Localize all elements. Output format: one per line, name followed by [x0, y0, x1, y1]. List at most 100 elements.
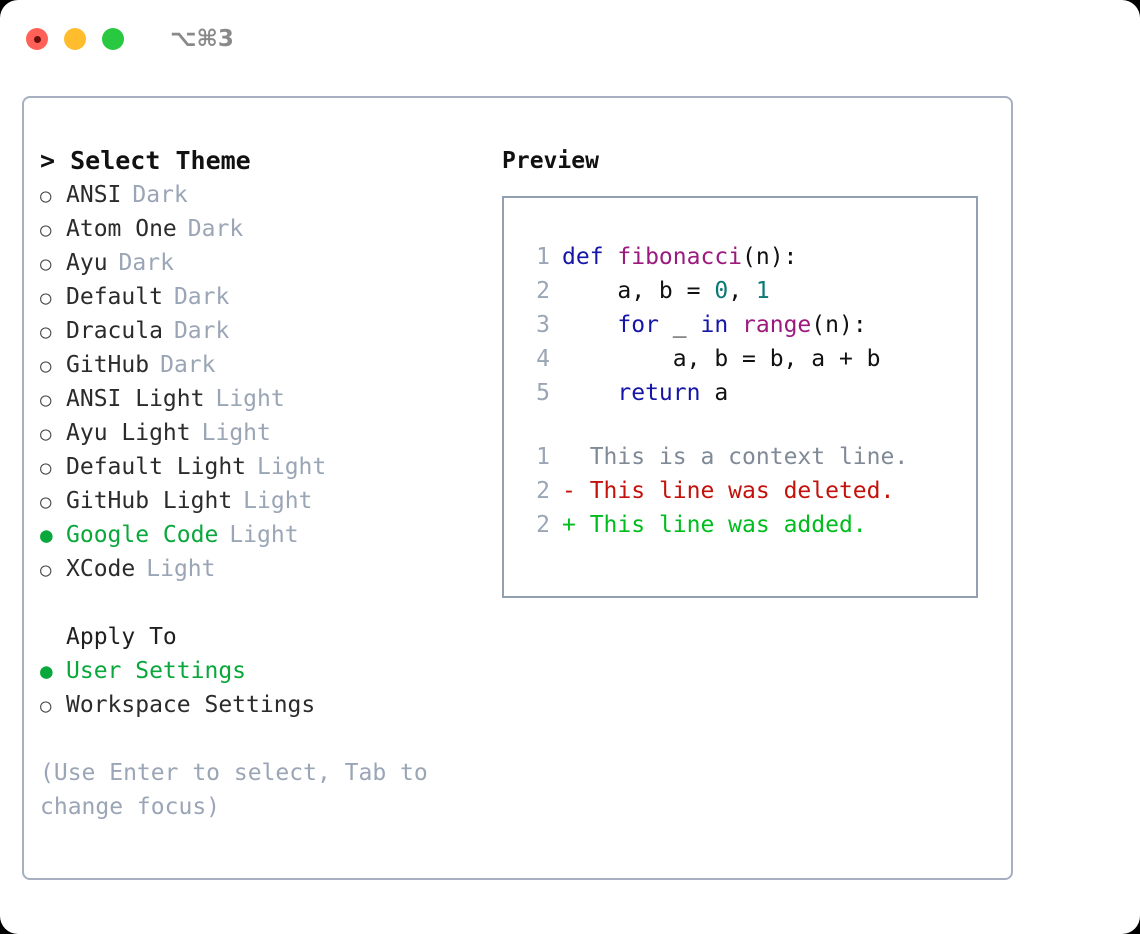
theme-option-default[interactable]: ○ Default Dark: [40, 280, 490, 314]
diff-line-text: This line was added.: [575, 512, 867, 538]
theme-option-variant-tag: Dark: [160, 352, 216, 378]
radio-unselected-icon: ○: [40, 695, 52, 717]
theme-option-variant-tag: Dark: [173, 284, 230, 310]
code-token-fn: fibonacci: [617, 244, 743, 270]
radio-unselected-icon: ○: [40, 559, 52, 581]
preview-heading: Preview: [502, 148, 599, 174]
apply-to-option-list[interactable]: ● User Settings ○ Workspace Settings: [40, 654, 490, 722]
code-token-pln: a, b = b, a + b: [562, 346, 881, 372]
theme-option-label: GitHub: [66, 352, 150, 378]
theme-option-variant-tag: Light: [215, 386, 285, 412]
theme-option-label: ANSI: [66, 182, 122, 208]
radio-unselected-icon: ○: [40, 287, 52, 309]
theme-option-variant-tag: Dark: [187, 216, 244, 242]
diff-line-number: 1: [536, 444, 550, 470]
theme-option-variant-tag: Dark: [132, 182, 188, 208]
code-token-kw: def: [562, 244, 618, 270]
apply-to-option-user-settings[interactable]: ● User Settings: [40, 654, 490, 688]
code-line-content: a, b = b, a + b: [562, 342, 881, 376]
code-token-pln: ,: [728, 278, 756, 304]
zoom-button[interactable]: [102, 28, 124, 50]
code-line: 4 a, b = b, a + b: [516, 342, 976, 376]
code-line: 5 return a: [516, 376, 976, 410]
diff-marker: -: [562, 478, 576, 504]
code-token-pln: [562, 380, 617, 406]
code-line-number: 2: [536, 278, 550, 304]
code-token-pln: _: [658, 312, 701, 338]
radio-unselected-icon: ○: [40, 253, 52, 275]
theme-option-xcode[interactable]: ○ XCode Light: [40, 552, 490, 586]
radio-unselected-icon: ○: [40, 389, 52, 411]
diff-line-number: 2: [536, 478, 550, 504]
code-token-pln: a: [700, 380, 729, 406]
theme-option-ansi-light[interactable]: ○ ANSI Light Light: [40, 382, 490, 416]
code-token-pln: (n):: [742, 244, 798, 270]
code-line-content: for _ in range(n):: [562, 308, 867, 342]
radio-selected-icon: ●: [40, 659, 53, 683]
code-token-fn: range: [742, 312, 812, 338]
code-token-pln: a, b =: [562, 278, 715, 304]
code-line: 1 def fibonacci(n):: [516, 240, 976, 274]
radio-unselected-icon: ○: [40, 457, 52, 479]
keyboard-shortcut-label: ⌥⌘3: [170, 26, 234, 52]
radio-unselected-icon: ○: [40, 491, 52, 513]
diff-line-add: 2 + This line was added.: [516, 508, 976, 542]
diff-line-number: 2: [536, 512, 550, 538]
apply-to-option-workspace-settings[interactable]: ○ Workspace Settings: [40, 688, 490, 722]
code-line: 3 for _ in range(n):: [516, 308, 976, 342]
diff-marker: +: [562, 512, 576, 538]
theme-option-label: ANSI Light: [66, 386, 205, 412]
theme-option-variant-tag: Dark: [173, 318, 230, 344]
theme-option-variant-tag: Light: [257, 454, 327, 480]
minimize-button[interactable]: [64, 28, 86, 50]
select-theme-heading: > Select Theme: [40, 146, 251, 175]
theme-option-label: Google Code: [66, 522, 219, 548]
apply-to-option-label: Workspace Settings: [66, 692, 316, 718]
apply-to-heading: Apply To: [66, 624, 177, 650]
diff-marker: [562, 440, 576, 474]
theme-option-label: GitHub Light: [66, 488, 233, 514]
theme-option-variant-tag: Light: [146, 556, 216, 582]
theme-option-variant-tag: Light: [229, 522, 299, 548]
theme-option-variant-tag: Light: [201, 420, 271, 446]
code-token-kw: for: [617, 312, 659, 338]
theme-option-github-light[interactable]: ○ GitHub Light Light: [40, 484, 490, 518]
diff-sample: 1 This is a context line.2- This line wa…: [516, 440, 976, 542]
theme-option-label: XCode: [66, 556, 136, 582]
window-controls: [26, 28, 124, 50]
code-line-number: 5: [536, 380, 550, 406]
code-line-number: 3: [536, 312, 550, 338]
code-line-content: return a: [562, 376, 728, 410]
radio-unselected-icon: ○: [40, 219, 52, 241]
theme-option-label: Ayu Light: [66, 420, 191, 446]
apply-to-option-label: User Settings: [66, 658, 247, 684]
theme-option-variant-tag: Light: [243, 488, 313, 514]
apply-to-section: Apply To ● User Settings ○ Workspace Settin…: [40, 620, 490, 722]
preview-spacer: [516, 410, 976, 440]
keyboard-hint-text: (Use Enter to select, Tab to change focu…: [40, 760, 442, 820]
theme-option-label: Default: [66, 284, 163, 310]
code-line-number: 4: [536, 346, 550, 372]
radio-unselected-icon: ○: [40, 321, 52, 343]
code-token-pln: (n):: [811, 312, 867, 338]
code-line-number: 1: [536, 244, 550, 270]
diff-line-ctx: 1 This is a context line.: [516, 440, 976, 474]
diff-line-del: 2- This line was deleted.: [516, 474, 976, 508]
code-token-kw: return: [617, 380, 701, 406]
diff-line-text: This line was deleted.: [575, 478, 895, 504]
close-button[interactable]: [26, 28, 48, 50]
theme-option-label: Ayu: [66, 250, 108, 276]
